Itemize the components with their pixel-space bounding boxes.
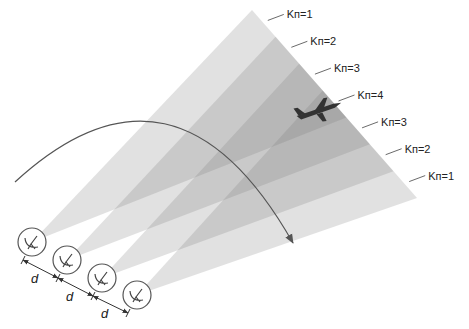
leader-line [291,41,307,47]
antenna-symbol [18,228,46,256]
gain-label: Kп=3 [334,62,360,75]
dimension-line [93,296,128,313]
aircraft [293,96,344,125]
antenna-beam [137,91,417,295]
dimension-tick [56,274,60,282]
leader-line [386,149,402,155]
scan-arc [15,121,293,243]
gain-label: Kп=3 [381,116,407,129]
beams [32,10,417,295]
leader-line [315,68,331,74]
antenna-ring [53,246,81,274]
dimension-tick [21,256,25,264]
gain-label: Kп=2 [310,35,336,48]
leader-line [409,176,425,182]
dish-symbol [60,254,73,267]
dimension-tick [91,292,95,300]
leader-line [268,14,284,20]
antenna-ring [18,228,46,256]
dimension-tick [126,309,130,317]
dimension-label: d [31,272,38,287]
dimension-label: d [66,290,73,305]
gain-label: Kп=1 [428,170,454,183]
antenna-ring [123,281,151,309]
antenna-symbol [53,246,81,274]
dimension-label: d [101,307,108,322]
gain-label: Kп=4 [358,89,384,102]
aircraft-part [313,98,330,112]
dimension-line [58,278,93,296]
aircraft-part [316,112,326,122]
dimension-line [23,260,58,278]
leader-line [362,122,378,128]
aircraft-part [294,107,306,116]
antenna-symbol [123,281,151,309]
dimension [21,256,130,317]
antenna-symbol [88,264,116,292]
dish-symbol [25,236,38,249]
leaders [268,14,425,181]
dish-symbol [130,289,143,302]
gain-label: Kп=1 [287,8,313,21]
leader-line [339,95,355,101]
antenna-ring [88,264,116,292]
dish-symbol [95,272,108,285]
gain-label: Kп=2 [405,143,431,156]
antennas [18,228,151,309]
